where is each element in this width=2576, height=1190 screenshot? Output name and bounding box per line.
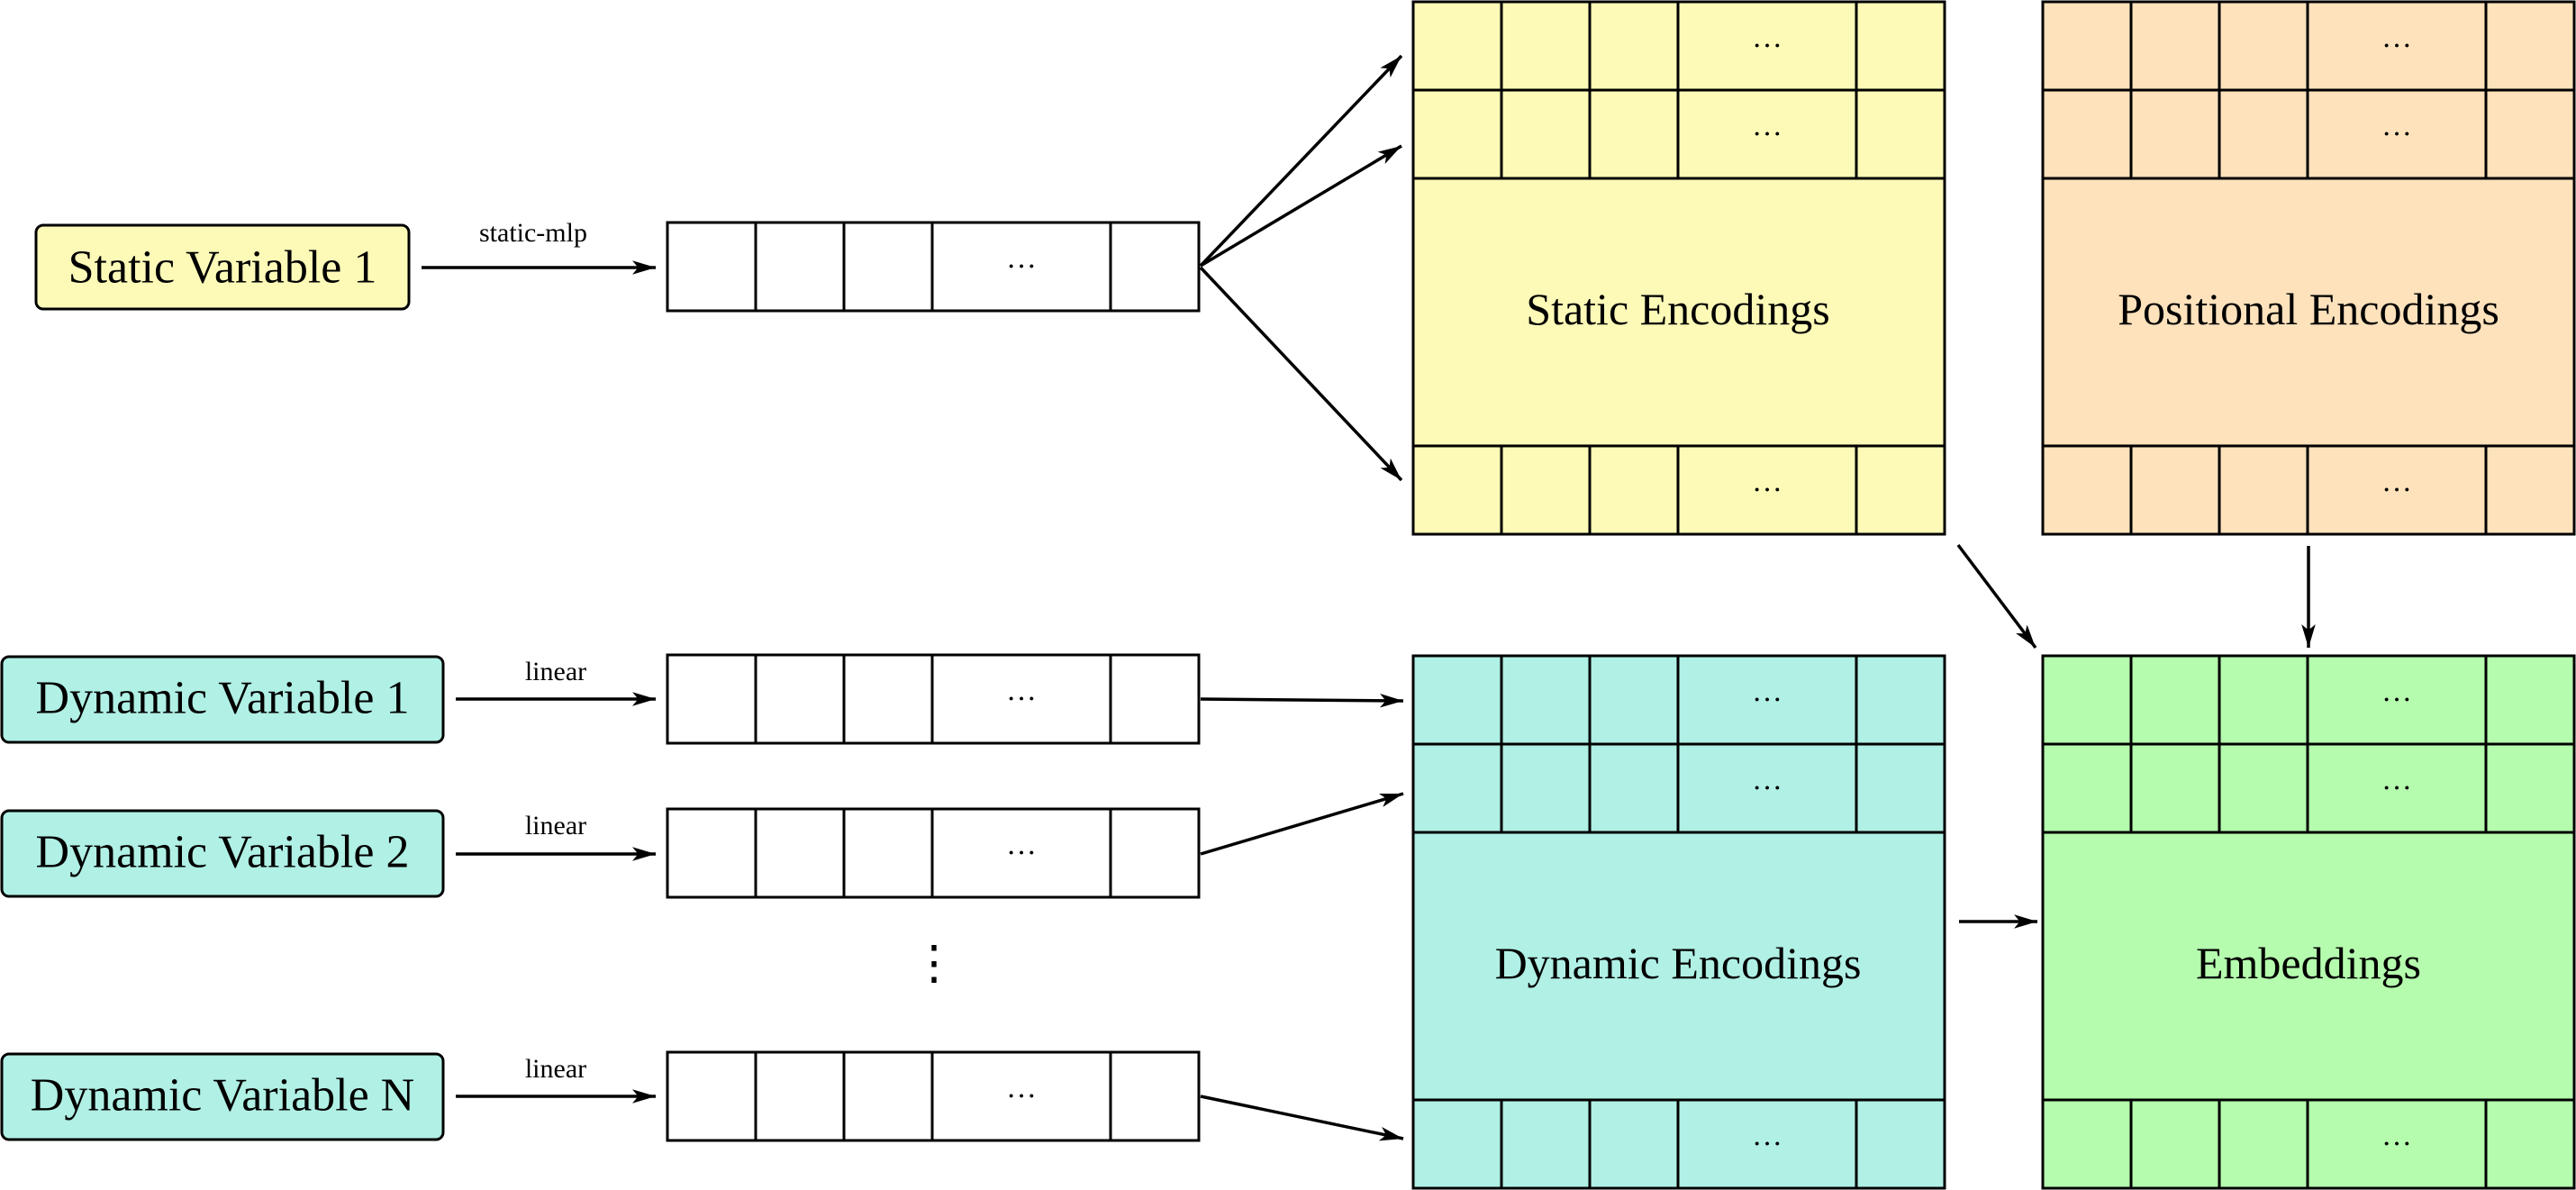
dynamic-encodings-matrix-row-last: ··· — [1411, 1098, 1946, 1190]
linear-label-1: linear — [525, 657, 586, 686]
static-mlp-label: static-mlp — [479, 218, 587, 248]
connector-arrows — [422, 54, 2316, 1141]
embeddings-matrix-row-last: ··· — [2041, 1098, 2576, 1190]
static-encodings-title: Static Encodings — [1526, 284, 1829, 334]
dynamic-variable-1-label: Dynamic Variable 1 — [36, 673, 410, 724]
arrow-static-to-embeddings — [1956, 543, 2037, 650]
ellipsis-cell: ··· — [1752, 1128, 1782, 1161]
embeddings-matrix-row-2: ··· — [2041, 742, 2576, 834]
dynamic-variable-2-label: Dynamic Variable 2 — [36, 827, 410, 878]
static-encodings-matrix-row-1: ··· — [1411, 0, 1946, 92]
arrow-static-to-row-2 — [1200, 144, 1402, 268]
ellipsis-cell: ··· — [1006, 683, 1037, 716]
ellipsis-cell: ··· — [2381, 474, 2412, 507]
static-variable-1-label: Static Variable 1 — [68, 242, 377, 294]
linear-label-n: linear — [525, 1054, 586, 1084]
embeddings-matrix-row-1: ··· — [2041, 654, 2576, 746]
positional-encodings-matrix: ··· ··· ··· — [2041, 0, 2576, 536]
dynamic-encodings-matrix: ··· ··· ··· — [1411, 654, 1946, 1190]
dynamic-n-vector: ··· — [666, 1050, 1201, 1142]
positional-encodings-matrix-row-2: ··· — [2041, 88, 2576, 180]
dynamic-encodings-title: Dynamic Encodings — [1495, 938, 1862, 988]
arrow-static-to-row-1 — [1199, 54, 1403, 268]
positional-encodings-matrix-row-last: ··· — [2041, 444, 2576, 536]
dynamic-encodings-matrix-row-1: ··· — [1411, 654, 1946, 746]
encoding-matrices: ··· ··· ··· ··· ··· ··· ··· ··· ··· ··· ··· ··· — [1411, 0, 2576, 1190]
vertical-ellipsis: ⋮ — [911, 939, 957, 990]
embeddings-matrix: ··· ··· ··· — [2041, 654, 2576, 1190]
static-encodings-matrix: ··· ··· ··· — [1411, 0, 1946, 536]
dynamic-2-vector: ··· — [666, 807, 1201, 899]
dynamic-variable-2-box: Dynamic Variable 2 — [0, 809, 445, 898]
embeddings-title: Embeddings — [2196, 938, 2421, 988]
dynamic-encodings-matrix-row-2: ··· — [1411, 742, 1946, 834]
ellipsis-cell: ··· — [1752, 684, 1782, 717]
positional-encodings-matrix-row-1: ··· — [2041, 0, 2576, 92]
dynamic-variable-n-box: Dynamic Variable N — [0, 1052, 445, 1141]
arrow-dynamic-n-to-row — [1200, 1095, 1404, 1141]
dynamic-variable-n-label: Dynamic Variable N — [31, 1070, 414, 1122]
ellipsis-cell: ··· — [1752, 474, 1782, 507]
dynamic-variable-1-box: Dynamic Variable 1 — [0, 655, 445, 744]
static-mlp-vector: ··· — [666, 221, 1201, 313]
ellipsis-cell: ··· — [1752, 30, 1782, 63]
ellipsis-cell: ··· — [2381, 1128, 2412, 1161]
projection-vectors: ··· ··· ··· ··· — [666, 221, 1201, 1142]
ellipsis-cell: ··· — [2381, 30, 2412, 63]
ellipsis-cell: ··· — [2381, 772, 2412, 805]
arrow-static-to-row-last — [1199, 266, 1403, 482]
ellipsis-cell: ··· — [1006, 250, 1037, 284]
ellipsis-cell: ··· — [2381, 118, 2412, 151]
ellipsis-cell: ··· — [1752, 118, 1782, 151]
ellipsis-cell: ··· — [1006, 837, 1037, 870]
arrow-dynamic-2-to-row — [1200, 792, 1404, 856]
ellipsis-cell: ··· — [2381, 684, 2412, 717]
linear-label-2: linear — [525, 811, 586, 840]
arrow-dynamic-1-to-row — [1200, 693, 1404, 708]
static-encodings-matrix-row-2: ··· — [1411, 88, 1946, 180]
static-encodings-matrix-row-last: ··· — [1411, 444, 1946, 536]
positional-encodings-title: Positional Encodings — [2118, 284, 2499, 334]
ellipsis-cell: ··· — [1752, 772, 1782, 805]
dynamic-1-vector: ··· — [666, 653, 1201, 745]
ellipsis-cell: ··· — [1006, 1080, 1037, 1113]
static-variable-1-box: Static Variable 1 — [34, 223, 411, 311]
